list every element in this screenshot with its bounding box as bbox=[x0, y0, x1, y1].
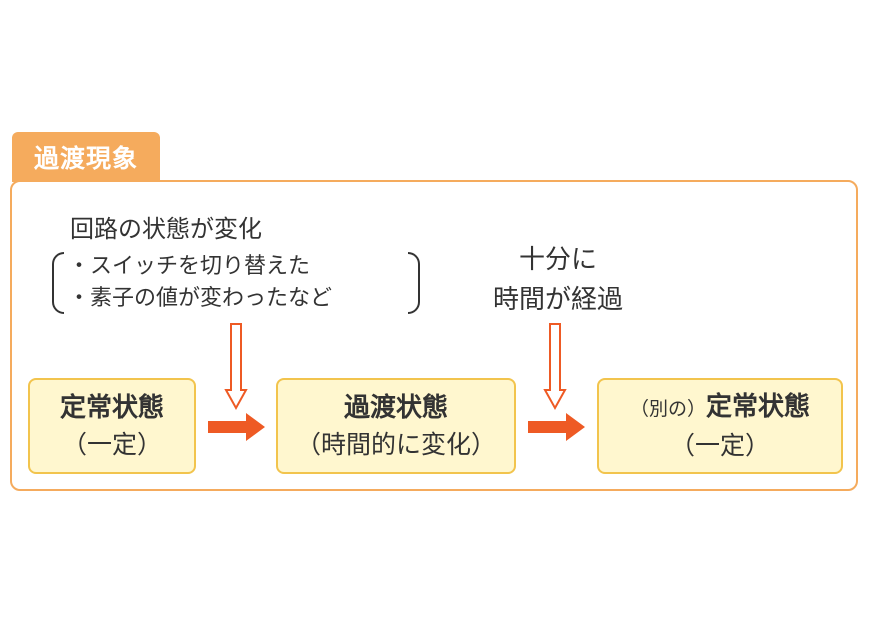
hollow-down-arrow-icon bbox=[224, 323, 248, 411]
state-subtitle: （時間的に変化） bbox=[295, 430, 496, 459]
left-paren bbox=[52, 252, 64, 314]
state-box-new-steady: （別の）定常状態 （一定） bbox=[597, 378, 843, 474]
elapsed-note: 十分に 時間が経過 bbox=[462, 240, 654, 320]
state-title: 過渡状態 bbox=[343, 393, 448, 423]
hollow-down-arrow-icon bbox=[543, 323, 567, 411]
state-title: 定常状態 bbox=[706, 392, 811, 422]
trigger-item: ・スイッチを切り替えた bbox=[68, 254, 311, 279]
state-title-row: （別の）定常状態 bbox=[630, 388, 810, 428]
right-paren bbox=[408, 252, 420, 314]
state-prefix: （別の） bbox=[629, 398, 706, 420]
section-tab-title: 過渡現象 bbox=[12, 132, 160, 182]
trigger-list: ・スイッチを切り替えた ・素子の値が変わったなど bbox=[52, 252, 420, 316]
right-arrow-icon bbox=[208, 413, 265, 441]
state-box-steady: 定常状態 （一定） bbox=[28, 378, 196, 474]
elapsed-line-2: 時間が経過 bbox=[492, 285, 623, 315]
state-title: 定常状態 bbox=[59, 393, 164, 423]
state-subtitle: （一定） bbox=[669, 431, 770, 460]
trigger-item: ・素子の値が変わったなど bbox=[68, 286, 333, 311]
state-subtitle: （一定） bbox=[61, 430, 162, 459]
right-arrow-icon bbox=[528, 413, 585, 441]
trigger-title: 回路の状態が変化 bbox=[70, 215, 262, 243]
elapsed-line-1: 十分に bbox=[518, 245, 597, 275]
state-box-transient: 過渡状態 （時間的に変化） bbox=[276, 378, 516, 474]
